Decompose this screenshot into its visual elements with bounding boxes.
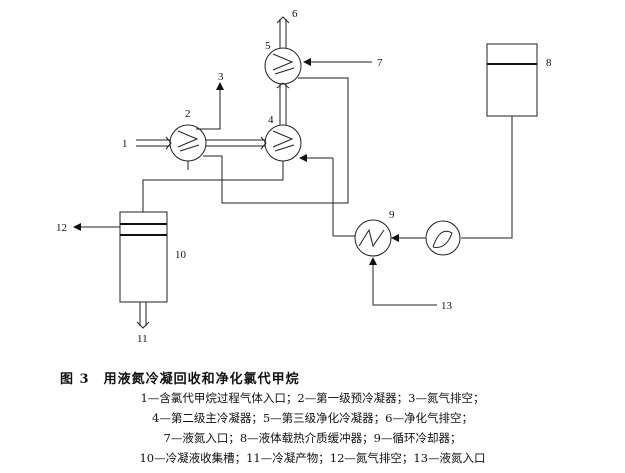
label-9: 9 bbox=[389, 209, 395, 221]
purification-condenser-5 bbox=[264, 47, 302, 85]
label-13: 13 bbox=[441, 300, 453, 312]
purified-gas-vent-stream bbox=[276, 16, 290, 48]
circulation-pump-icon bbox=[425, 220, 461, 256]
label-11: 11 bbox=[137, 333, 148, 345]
condensate-line-to-tank bbox=[142, 161, 284, 212]
nitrogen-vent-stream-3 bbox=[196, 82, 224, 130]
coolant-into-4 bbox=[299, 154, 334, 236]
condensate-product-stream-11 bbox=[136, 302, 150, 329]
label-8: 8 bbox=[546, 57, 552, 69]
main-condenser-4 bbox=[264, 124, 302, 162]
pre-condenser-2 bbox=[169, 124, 207, 162]
label-10: 10 bbox=[175, 249, 187, 261]
label-7: 7 bbox=[377, 57, 383, 69]
caption-line-1: 1—含氯代甲烷过程气体入口；2—第一级预冷凝器；3—氮气排空； bbox=[140, 391, 485, 405]
stream-4-to-5 bbox=[276, 82, 290, 125]
heat-carrier-loop bbox=[391, 116, 513, 242]
liquid-nitrogen-inlet-13 bbox=[369, 257, 437, 306]
caption-line-4: 10—冷凝液收集槽；11—冷凝产物；12—氮气排空；13—液氮入口 bbox=[139, 451, 486, 465]
caption-line-2: 4—第二级主冷凝器；5—第三级净化冷凝器；6—净化气排空； bbox=[152, 411, 473, 425]
label-4: 4 bbox=[268, 114, 274, 126]
nitrogen-return-line bbox=[203, 77, 349, 204]
label-1: 1 bbox=[122, 138, 128, 150]
process-gas-inlet-stream bbox=[136, 136, 172, 150]
stream-2-to-4 bbox=[206, 136, 267, 150]
label-6: 6 bbox=[292, 8, 298, 20]
caption-title: 图 3 用液氮冷凝回收和净化氯代甲烷 bbox=[60, 372, 300, 387]
buffer-tank-8 bbox=[486, 43, 538, 117]
label-3: 3 bbox=[218, 71, 224, 83]
label-5: 5 bbox=[265, 40, 271, 52]
label-2: 2 bbox=[185, 108, 191, 120]
circulation-cooler-9 bbox=[354, 219, 392, 257]
caption-line-3: 7—液氮入口；8—液体载热介质缓冲器；9—循环冷却器； bbox=[163, 431, 462, 445]
label-12: 12 bbox=[56, 222, 67, 234]
collection-tank-10 bbox=[119, 211, 168, 303]
